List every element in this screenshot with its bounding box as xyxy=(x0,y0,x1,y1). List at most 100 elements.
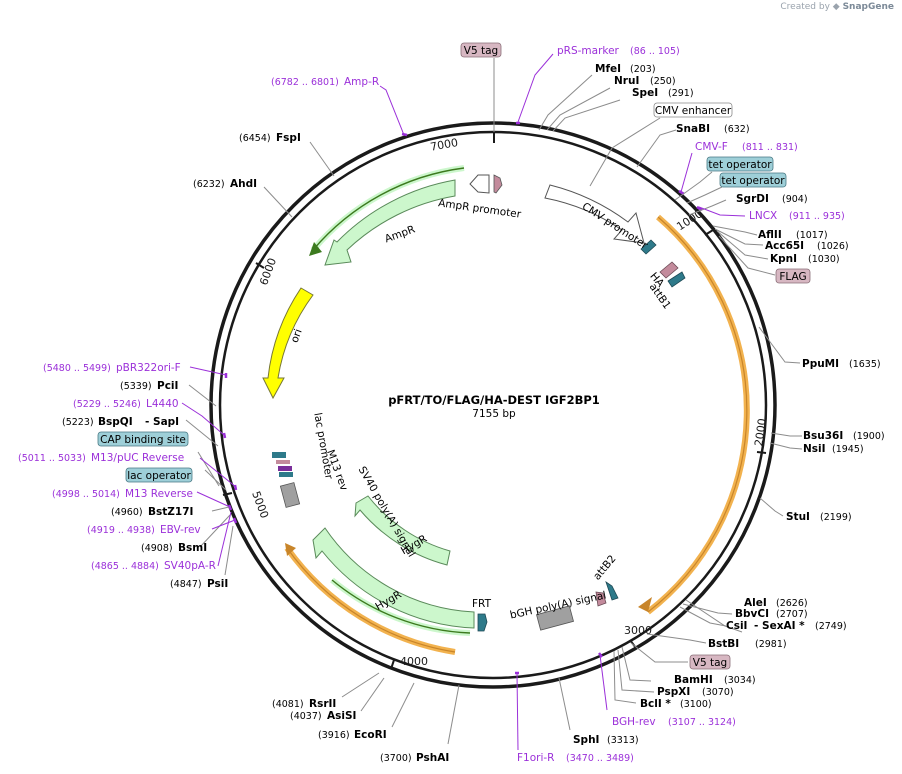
fspi-pos: (6454) xyxy=(239,133,271,144)
tick-7000: 7000 xyxy=(429,136,459,154)
m13-reverse-pos: (4998 .. 5014) xyxy=(52,489,120,500)
f1ori-r-name: F1ori-R xyxy=(517,752,554,764)
bgh-feature xyxy=(536,605,574,631)
cap-site-box xyxy=(97,431,189,447)
prs-marker-name: pRS-marker xyxy=(557,45,620,57)
frt-feature xyxy=(477,613,488,632)
bbvci-pos: (2707) xyxy=(776,609,808,620)
csii-pos: (2749) xyxy=(815,621,847,632)
bamhi-pos: (3034) xyxy=(724,675,756,686)
acc65i-pos: (1026) xyxy=(817,241,849,252)
stui-pos: (2199) xyxy=(820,512,852,523)
ahdi-name: AhdI xyxy=(230,178,257,190)
flag-box xyxy=(775,268,811,284)
ecori-name: EcoRI xyxy=(354,729,387,741)
cmv-enhancer-box xyxy=(653,102,733,118)
bgh-rev-name: BGH-rev xyxy=(612,716,656,728)
v5-tag-top-box xyxy=(460,42,502,58)
bsu36i-name: Bsu36I xyxy=(803,430,843,442)
bsu36i-pos: (1900) xyxy=(853,431,885,442)
primer-leader-lines xyxy=(181,53,746,751)
mfei-pos: (203) xyxy=(630,64,656,75)
bspqi-name2: - SapI xyxy=(145,416,179,428)
acc65i-name: Acc65I xyxy=(765,240,804,252)
hygr-orange-arrowhead xyxy=(285,543,296,556)
pshai-name: PshAI xyxy=(416,752,449,764)
cmv-f-name: CMV-F xyxy=(695,141,728,153)
rsrii-pos: (4081) xyxy=(272,699,304,710)
kpni-name: KpnI xyxy=(770,253,797,265)
ampr-promoter-label: AmpR promoter xyxy=(437,197,522,221)
bsmi-name: BsmI xyxy=(178,542,207,554)
m13-rev-feature xyxy=(278,466,292,471)
hygr-orange-arc-center xyxy=(286,547,456,653)
snabi-pos: (632) xyxy=(724,124,750,135)
hygr-orange-arc xyxy=(284,546,456,655)
nsii-pos: (1945) xyxy=(832,444,864,455)
tet-operator-feature xyxy=(640,239,657,255)
bcli-pos: (3100) xyxy=(680,699,712,710)
credit-brand: SnapGene xyxy=(842,2,894,12)
ppumi-name: PpuMI xyxy=(802,358,839,370)
tet-operator-label-1: tet operator xyxy=(708,159,772,171)
sgrdi-pos: (904) xyxy=(782,194,808,205)
ori-feature xyxy=(262,287,314,400)
snapgene-logo-icon: ◆ xyxy=(832,2,840,12)
alei-name: AleI xyxy=(744,597,767,609)
tet-operator-box-2 xyxy=(719,172,787,188)
credit-prefix: Created by xyxy=(780,2,830,12)
snapgene-credit: Created by ◆ SnapGene xyxy=(780,2,894,12)
tick-2000: 2000 xyxy=(752,418,769,448)
bspqi-name: BspQI xyxy=(98,416,133,428)
hygr-feature-top xyxy=(354,495,451,566)
amp-r-name: Amp-R xyxy=(344,76,379,88)
igf2bp1-arrowhead xyxy=(638,597,652,612)
tick-3000: 3000 xyxy=(624,624,652,637)
sphi-name: SphI xyxy=(573,734,599,746)
m13-puc-reverse-name: M13/pUC Reverse xyxy=(91,452,184,464)
cmv-f-pos: (811 .. 831) xyxy=(742,142,798,153)
rsrii-name: RsrII xyxy=(309,698,336,710)
bstbi-pos: (2981) xyxy=(755,639,787,650)
v5-feature xyxy=(595,591,607,607)
fspi-name: FspI xyxy=(276,132,301,144)
psii-pos: (4847) xyxy=(170,579,202,590)
amp-r-pos: (6782 .. 6801) xyxy=(271,77,339,88)
lac-operator-label: lac operator xyxy=(127,470,191,482)
bgh-rev-pos: (3107 .. 3124) xyxy=(668,717,736,728)
pbr322ori-f-name: pBR322ori-F xyxy=(116,362,181,374)
frt-label: FRT xyxy=(472,598,492,610)
sv40pa-r-pos: (4865 .. 4884) xyxy=(91,561,159,572)
v5-tag-bottom-label: V5 tag xyxy=(693,657,727,669)
aflii-pos: (1017) xyxy=(796,230,828,241)
nsii-name: NsiI xyxy=(803,443,826,455)
asisi-name: AsiSI xyxy=(327,710,356,722)
mfei-name: MfeI xyxy=(595,63,621,75)
spei-pos: (291) xyxy=(668,88,694,99)
pshai-pos: (3700) xyxy=(380,753,412,764)
plasmid-name: pFRT/TO/FLAG/HA-DEST IGF2BP1 xyxy=(388,393,600,407)
stui-name: StuI xyxy=(786,511,810,523)
cap-site-label: CAP binding site xyxy=(100,434,186,446)
ampr-feature xyxy=(324,179,456,266)
nrui-name: NruI xyxy=(614,75,639,87)
cap-site-feature xyxy=(276,460,290,464)
kpni-pos: (1030) xyxy=(808,254,840,265)
alei-pos: (2626) xyxy=(776,598,808,609)
v5-tag-top-label: V5 tag xyxy=(464,45,498,57)
aflii-name: AflII xyxy=(758,229,782,241)
ampr-label: AmpR xyxy=(383,223,417,245)
bcli-name: BclI * xyxy=(640,698,671,710)
attb1-feature xyxy=(667,271,686,288)
flag-label: FLAG xyxy=(779,271,806,283)
prs-marker-pos: (86 .. 105) xyxy=(630,46,680,57)
ampr-promoter-feature xyxy=(469,174,490,194)
backbone-outer xyxy=(209,121,777,689)
v5-tag-bottom-box xyxy=(689,654,731,670)
tet-operator-label-2: tet operator xyxy=(721,175,785,187)
bstz17i-name: BstZ17I xyxy=(148,506,193,518)
hygr-green-arc-center xyxy=(331,579,471,634)
bbvci-name: BbvCI xyxy=(735,608,769,620)
cmv-promoter-feature xyxy=(544,184,645,244)
